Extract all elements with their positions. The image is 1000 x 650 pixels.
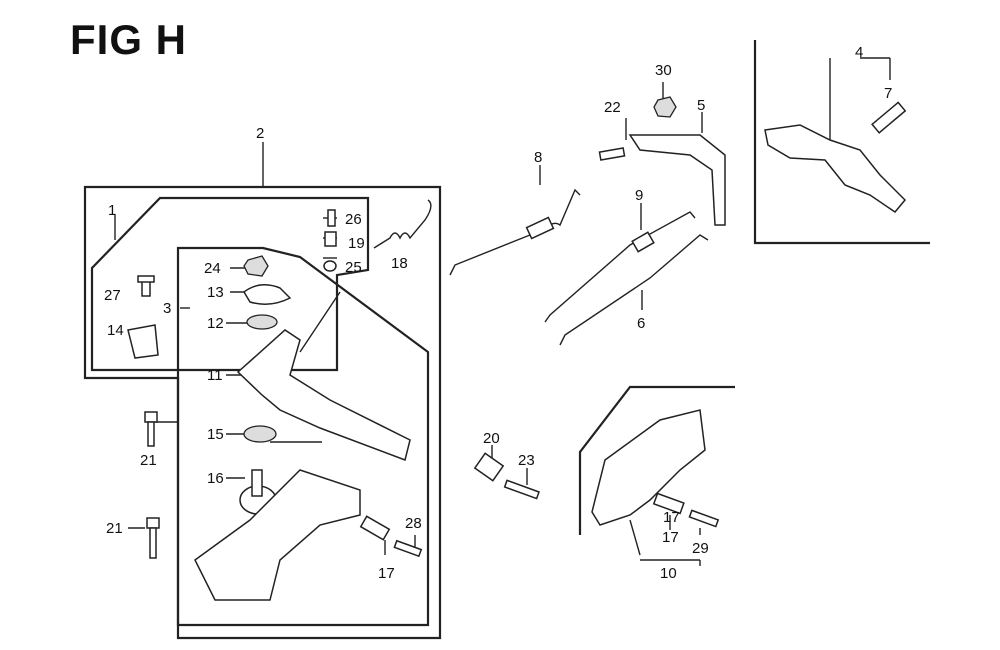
callout-17-right: 17 [662, 529, 679, 546]
part-5-bracket [628, 134, 726, 226]
callout-20: 20 [483, 430, 500, 447]
callout-11: 11 [207, 367, 223, 384]
part-4-assembly [764, 124, 907, 214]
callout-30: 30 [655, 62, 672, 79]
part-19-spacer [324, 231, 337, 247]
part-13-cam [243, 284, 292, 305]
callout-12: 12 [207, 315, 224, 332]
part-9-rod [544, 211, 696, 323]
part-22-screw [598, 147, 626, 161]
callout-27: 27 [104, 287, 121, 304]
callout-24: 24 [204, 260, 221, 277]
part-28-bolt [393, 539, 423, 558]
callout-13: 13 [207, 284, 224, 301]
callout-21-upper: 21 [140, 452, 157, 469]
part-15-washer [243, 425, 277, 443]
part-26-screw [327, 209, 336, 227]
callout-17-left: 17 [378, 565, 395, 582]
callout-19: 19 [348, 235, 365, 252]
figure-title: FIG H [70, 16, 187, 63]
part-8-rod [449, 188, 581, 276]
part-7-spring [871, 101, 907, 134]
callout-4: 4 [855, 44, 863, 61]
callout-7: 7 [884, 85, 892, 102]
callout-9: 9 [635, 187, 643, 204]
callout-15: 15 [207, 426, 224, 443]
callout-14: 14 [107, 322, 124, 339]
part-30-nut [653, 96, 677, 118]
part-8-spring [525, 216, 555, 240]
assembly-2-box [83, 185, 442, 640]
part-14-clip [127, 324, 159, 359]
callout-2: 2 [256, 125, 264, 142]
callout-18: 18 [391, 255, 408, 272]
callout-5: 5 [697, 97, 705, 114]
part-18-spring [373, 199, 432, 249]
part-21-bolt-upper [144, 411, 158, 447]
part-25-nut [323, 260, 337, 272]
part-17-spring-left [359, 515, 391, 541]
callout-10: 10 [660, 565, 677, 582]
callout-23: 23 [518, 452, 535, 469]
part-29-bolt [688, 509, 720, 528]
callout-29: 29 [692, 540, 709, 557]
callout-25: 25 [345, 259, 362, 276]
callout-28: 28 [405, 515, 422, 532]
callout-3: 3 [163, 300, 171, 317]
assembly-4-box [753, 40, 930, 245]
part-11-lever [236, 329, 411, 461]
base-plate [194, 469, 361, 601]
part-20-collar [473, 452, 505, 482]
callout-21-lower: 21 [106, 520, 123, 537]
part-6-rod [559, 234, 709, 346]
assembly-1-box [90, 196, 370, 372]
part-10-assembly [591, 409, 706, 526]
assembly-10-box [578, 385, 735, 535]
part-9-spring [631, 231, 655, 253]
callout-26: 26 [345, 211, 362, 228]
callout-8: 8 [534, 149, 542, 166]
callout-17-upper: 17 [663, 509, 680, 526]
part-12-washer [246, 314, 278, 330]
part-17-spring-right [652, 492, 685, 515]
callout-1: 1 [108, 202, 116, 219]
callout-22: 22 [604, 99, 621, 116]
assembly-3-box [176, 246, 430, 627]
callout-16: 16 [207, 470, 224, 487]
part-27-bolt [137, 275, 155, 297]
part-24-nut [243, 255, 269, 277]
part-21-bolt-lower [146, 517, 160, 559]
part-23-bolt [503, 479, 540, 500]
callout-6: 6 [637, 315, 645, 332]
